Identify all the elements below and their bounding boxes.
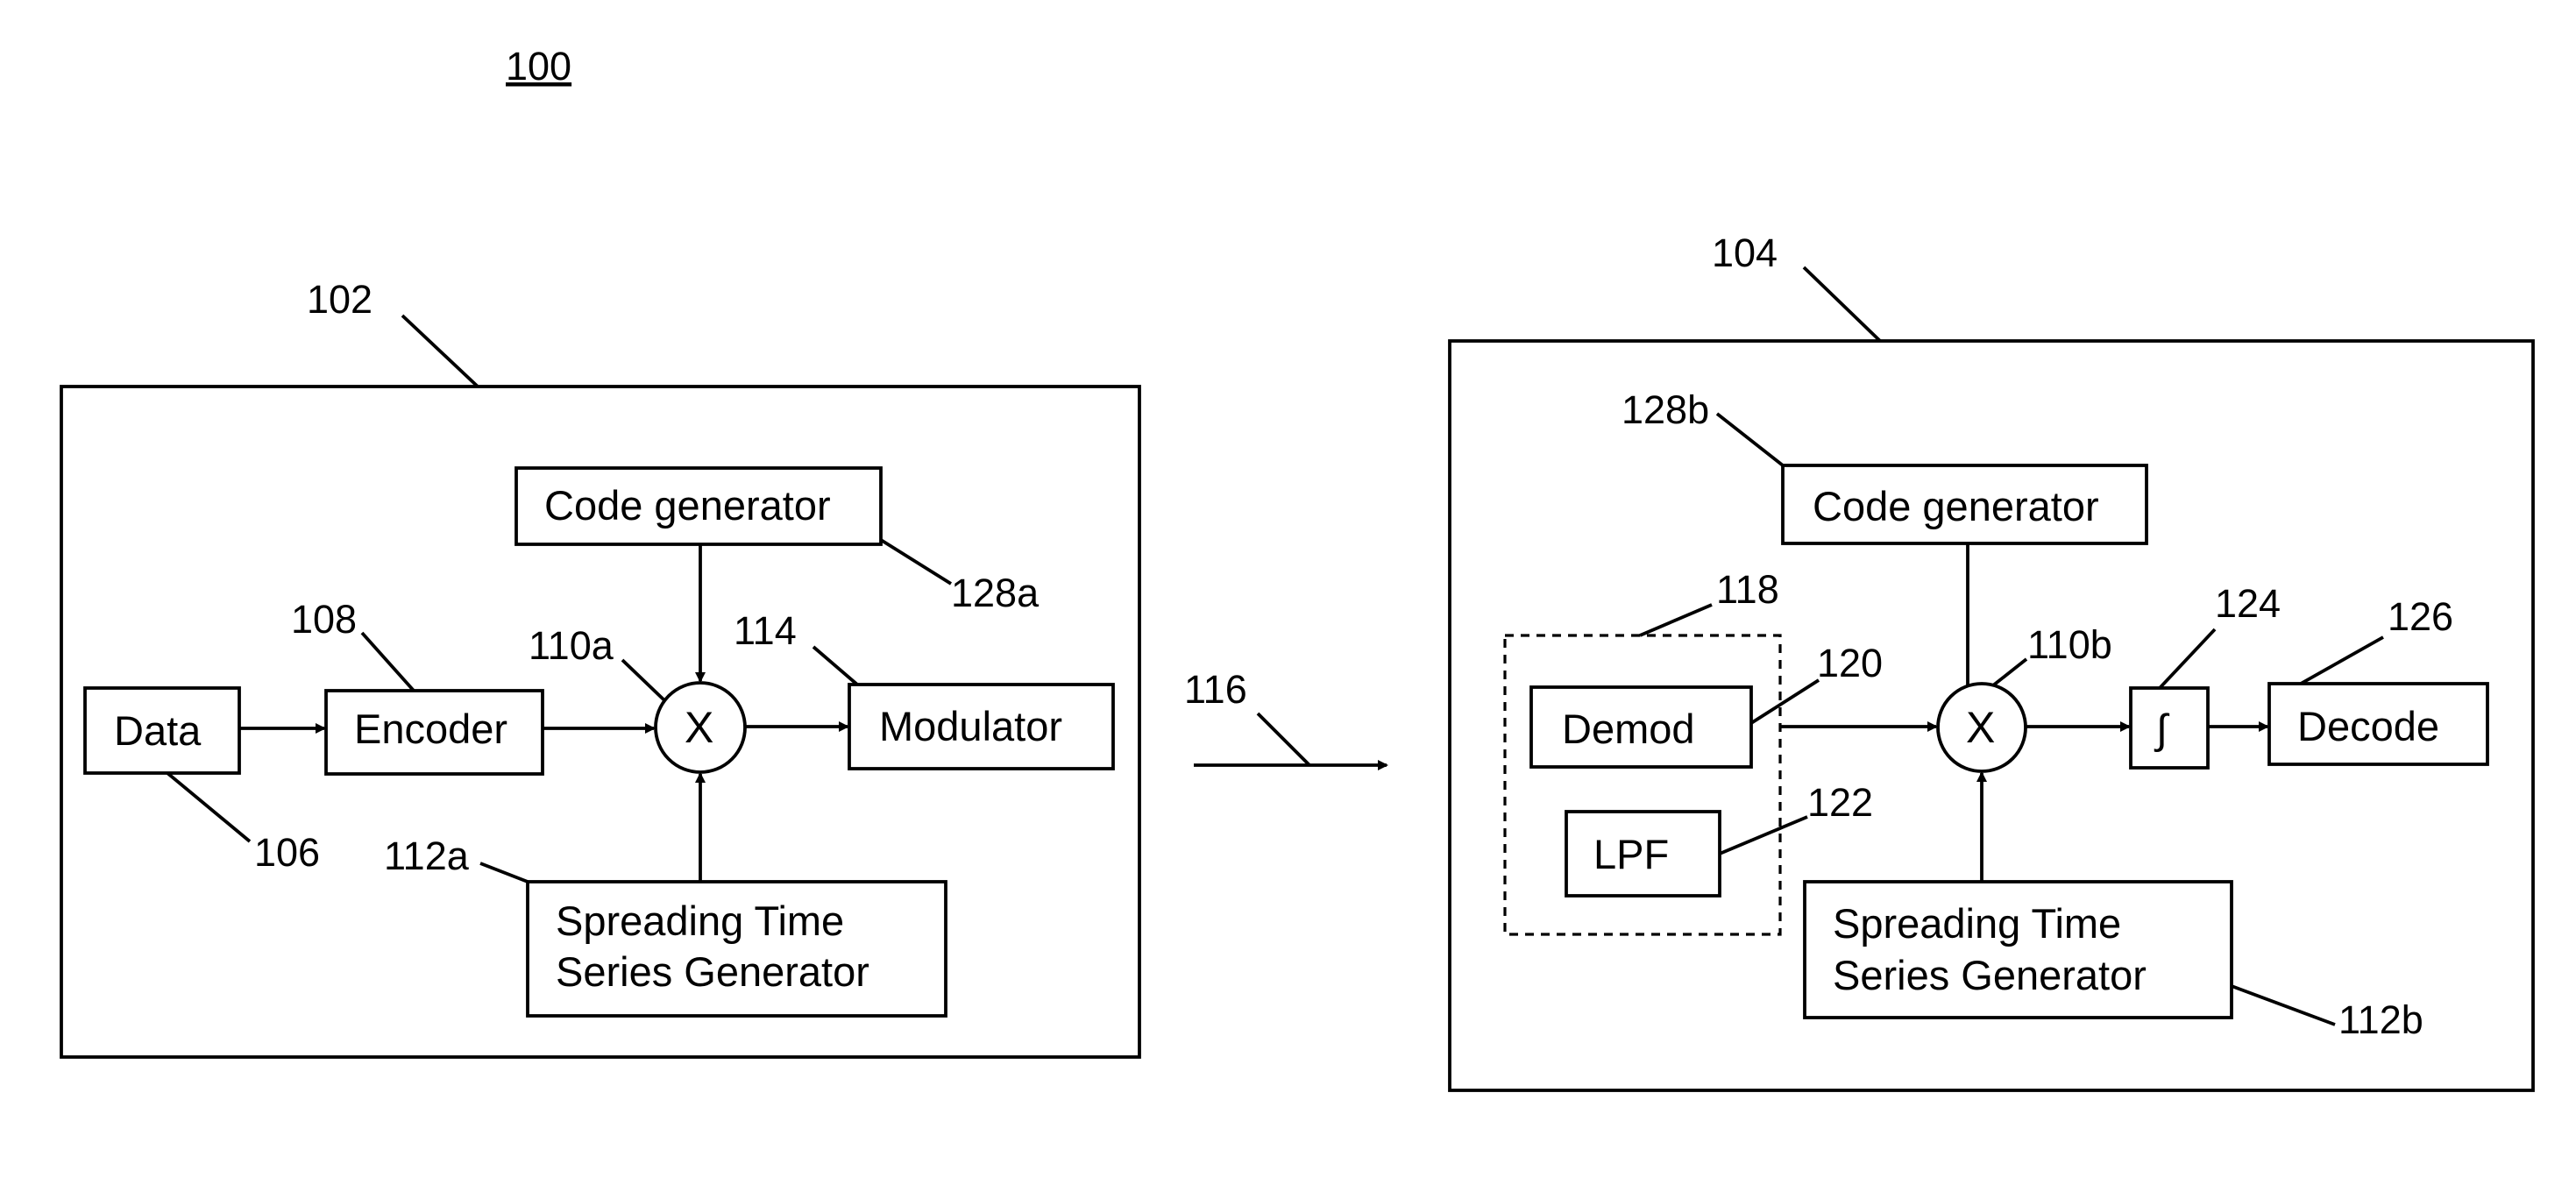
lpf-box-label: LPF (1593, 831, 1669, 877)
transmitter-leader-line (402, 316, 478, 387)
encoder-ref-label: 108 (291, 597, 357, 642)
transmitter-spreading-generator-ref-label: 112a (384, 834, 470, 878)
transmitter-multiplier-ref-label: 110a (529, 623, 614, 668)
channel: 116 (1184, 667, 1387, 765)
front-end-group-ref-label: 118 (1716, 567, 1779, 612)
figure-ref-label: 100 (506, 44, 571, 89)
receiver-code-generator-label: Code generator (1813, 483, 2099, 529)
encoder-box-label: Encoder (354, 706, 507, 752)
transmitter-block: 102 Data 106 Encoder 108 X 110a Modulato… (61, 277, 1139, 1057)
receiver-code-generator-ref-label: 128b (1622, 387, 1709, 432)
channel-leader-line (1258, 713, 1309, 765)
data-box-label: Data (114, 707, 202, 754)
transmitter-spreading-generator-label-line1: Spreading Time (556, 898, 844, 944)
receiver-multiplier-symbol: X (1966, 703, 1995, 752)
transmitter-code-generator-ref-label: 128a (951, 571, 1040, 615)
lpf-ref-label: 122 (1807, 780, 1873, 825)
modulator-box-label: Modulator (879, 703, 1062, 749)
modulator-ref-label: 114 (734, 608, 797, 653)
receiver-spreading-generator-ref-label: 112b (2338, 997, 2423, 1042)
transmitter-code-generator-label: Code generator (544, 482, 831, 529)
receiver-leader-line (1804, 267, 1880, 341)
receiver-block: 104 118 Demod 120 LPF 122 Code generator… (1450, 231, 2533, 1090)
channel-ref-label: 116 (1184, 667, 1247, 712)
demod-ref-label: 120 (1817, 641, 1883, 685)
decode-box-label: Decode (2297, 703, 2439, 749)
integrator-box (2131, 688, 2208, 768)
integrator-ref-label: 124 (2215, 581, 2281, 626)
receiver-spreading-generator-label-line2: Series Generator (1833, 952, 2147, 998)
integrator-symbol: ∫ (2154, 706, 2169, 752)
transmitter-spreading-generator-label-line2: Series Generator (556, 948, 869, 995)
data-ref-label: 106 (254, 830, 320, 875)
transmitter-multiplier-symbol: X (685, 703, 713, 752)
receiver-spreading-generator-label-line1: Spreading Time (1833, 900, 2121, 947)
receiver-multiplier-ref-label: 110b (2027, 622, 2112, 667)
receiver-ref-label: 104 (1712, 231, 1778, 275)
decode-ref-label: 126 (2388, 594, 2453, 639)
transmitter-ref-label: 102 (307, 277, 373, 322)
demod-box-label: Demod (1562, 706, 1695, 752)
